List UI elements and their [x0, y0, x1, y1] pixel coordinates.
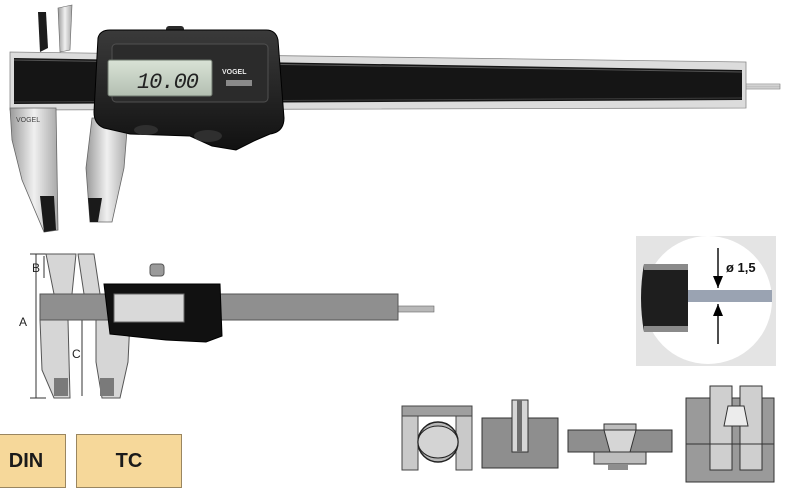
tip-rod: [688, 290, 772, 302]
tc-badge-label: TC: [115, 449, 143, 472]
caliper-photo: VOGEL 10.00 VOGEL: [0, 0, 790, 235]
tip-detail: ø 1,5: [636, 236, 776, 366]
caliper-schematic: A B C: [16, 250, 446, 410]
lcd-display: [107, 59, 213, 97]
measurement-modes-svg: [401, 385, 775, 483]
dimension-a-label: A: [19, 315, 27, 329]
dimension-b-label: B: [32, 261, 40, 275]
schematic-upper-fixed-jaw: [45, 253, 77, 295]
jaw-brand: VOGEL: [16, 117, 40, 124]
diameter-label: ø 1,5: [726, 260, 756, 275]
din-badge: DIN: [0, 434, 66, 488]
tip-jaw-block: [641, 264, 688, 332]
measurement-modes: [398, 384, 778, 488]
fixed-lower-jaw: VOGEL: [9, 107, 59, 233]
schematic-upper-movable-jaw: [77, 253, 101, 295]
schematic-depth-rod: [395, 305, 435, 313]
caliper-photo-svg: VOGEL 10.00 VOGEL: [9, 4, 781, 233]
outside-measure-icon: [401, 405, 473, 471]
schematic-thumb-roller: [149, 263, 165, 277]
movable-lower-jaw: [85, 117, 129, 223]
tc-badge: TC: [76, 434, 182, 488]
depth-measure-icon: [481, 399, 559, 469]
schematic-display: [113, 293, 185, 323]
fixed-upper-jaw: [38, 4, 73, 53]
lcd-reading: 10.00: [137, 70, 199, 95]
din-badge-label: DIN: [8, 449, 44, 472]
body-brand: VOGEL: [222, 69, 247, 76]
caliper-schematic-svg: A B C: [19, 253, 435, 399]
tip-detail-svg: ø 1,5: [636, 236, 776, 366]
dimension-c-label: C: [72, 347, 81, 361]
inside-measure-icon: [567, 423, 673, 470]
slider-body: 10.00 VOGEL: [93, 26, 285, 151]
step-measure-icon: [685, 385, 775, 483]
body-model-plate: [226, 80, 252, 86]
